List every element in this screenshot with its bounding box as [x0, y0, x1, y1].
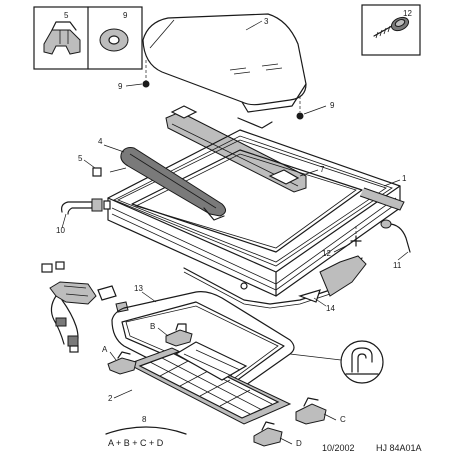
screw-icon [373, 16, 410, 39]
inset-box-clip-and-washer [33, 6, 143, 70]
clip-d [253, 421, 283, 447]
guide-cover [120, 147, 226, 221]
drain-tube-rear [380, 219, 411, 253]
callout-11: 11 [393, 261, 402, 270]
inset-box-screw [361, 4, 421, 56]
callout-9-box: 9 [123, 11, 128, 20]
clip-detail-circle [340, 340, 384, 384]
callout-3: 3 [264, 17, 269, 26]
callout-8: 8 [142, 415, 147, 424]
kit-formula: A + B + C + D [108, 438, 164, 448]
clip-a [107, 351, 137, 375]
screw-marker [350, 226, 362, 247]
footer-date: 10/2002 [322, 443, 355, 453]
clip-c [295, 397, 327, 425]
fixing-point-right [296, 96, 304, 120]
callout-D: D [296, 439, 302, 448]
kit-bracket [105, 426, 187, 435]
callout-12: 12 [322, 249, 331, 258]
callout-12-box: 12 [403, 9, 412, 18]
glass-panel [142, 13, 307, 113]
fixing-point-left [142, 60, 150, 88]
callout-10: 10 [56, 226, 65, 235]
inner-trim-frame [111, 291, 295, 396]
callout-B: B [150, 322, 155, 331]
callout-13: 13 [134, 284, 143, 293]
drain-tube-front [61, 198, 111, 215]
callout-9-left: 9 [118, 82, 123, 91]
leader-3 [245, 20, 263, 31]
washer-icon [99, 28, 129, 52]
callout-9-right: 9 [330, 101, 335, 110]
callout-C: C [340, 415, 346, 424]
footer-ref: HJ 84A01A [376, 443, 422, 453]
callout-4: 4 [98, 137, 103, 146]
callout-5: 5 [78, 154, 83, 163]
callout-A: A [102, 345, 108, 354]
callout-2: 2 [108, 394, 113, 403]
wind-deflector-rail [165, 105, 307, 193]
sunshade-blind [126, 341, 292, 425]
callout-7: 7 [320, 165, 325, 174]
clip-small-square [92, 167, 102, 177]
clip-part-icon [43, 21, 81, 55]
wiring-harness [41, 261, 117, 353]
callout-1: 1 [402, 174, 407, 183]
seal-pad [115, 301, 129, 313]
callout-14: 14 [326, 304, 335, 313]
drive-cable [183, 255, 367, 309]
clip-b [165, 323, 193, 347]
callout-5-box: 5 [64, 11, 69, 20]
